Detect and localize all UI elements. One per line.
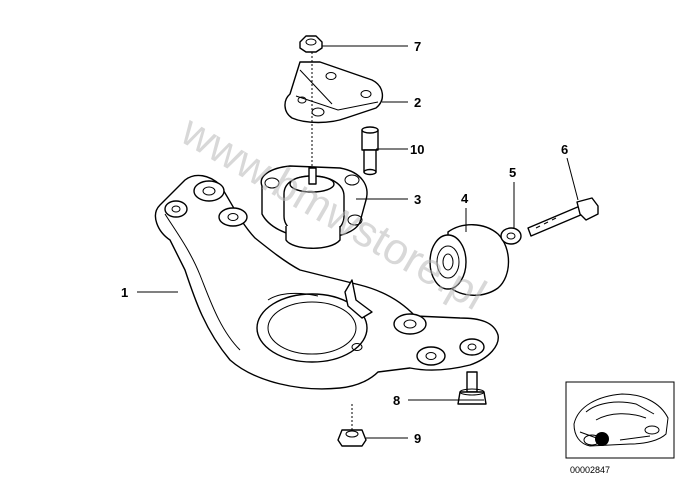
callout-9: 9 [414,431,421,446]
engine-mount-part-3[interactable] [260,165,368,249]
callout-4: 4 [461,191,469,206]
flange-nut-part-9[interactable] [337,429,367,447]
nut-part-7[interactable] [299,35,323,53]
hex-bolt-part-6[interactable] [527,197,599,237]
vehicle-thumbnail [565,381,675,459]
callout-3: 3 [414,192,421,207]
location-marker-icon [595,432,609,446]
callout-10: 10 [410,142,424,157]
callout-8: 8 [393,393,400,408]
bolt-part-10[interactable] [361,126,379,176]
rubber-bushing-part-4[interactable] [429,224,510,296]
callout-1: 1 [121,285,128,300]
callout-2: 2 [414,95,421,110]
callout-6: 6 [561,142,568,157]
callout-7: 7 [414,39,421,54]
leader-lines [137,45,579,439]
callout-5: 5 [509,165,516,180]
bracket-part-2[interactable] [284,61,383,124]
axle-carrier-part-1[interactable] [154,174,499,390]
diagram-number: 00002847 [570,465,610,475]
washer-part-5[interactable] [500,227,522,245]
bolt-part-8[interactable] [457,371,487,405]
